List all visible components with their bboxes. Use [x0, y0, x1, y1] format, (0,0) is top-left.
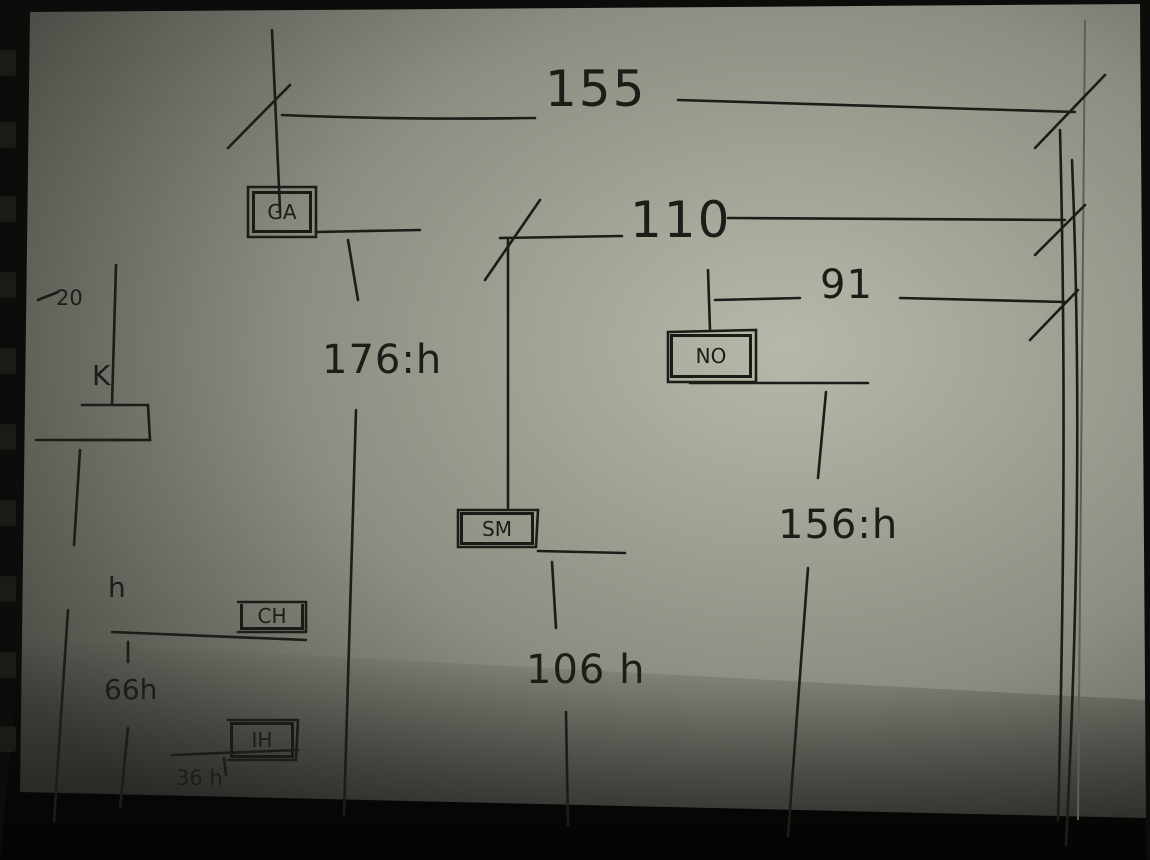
- sketch-lines: [34, 28, 1107, 847]
- spiral-holes: [0, 50, 16, 752]
